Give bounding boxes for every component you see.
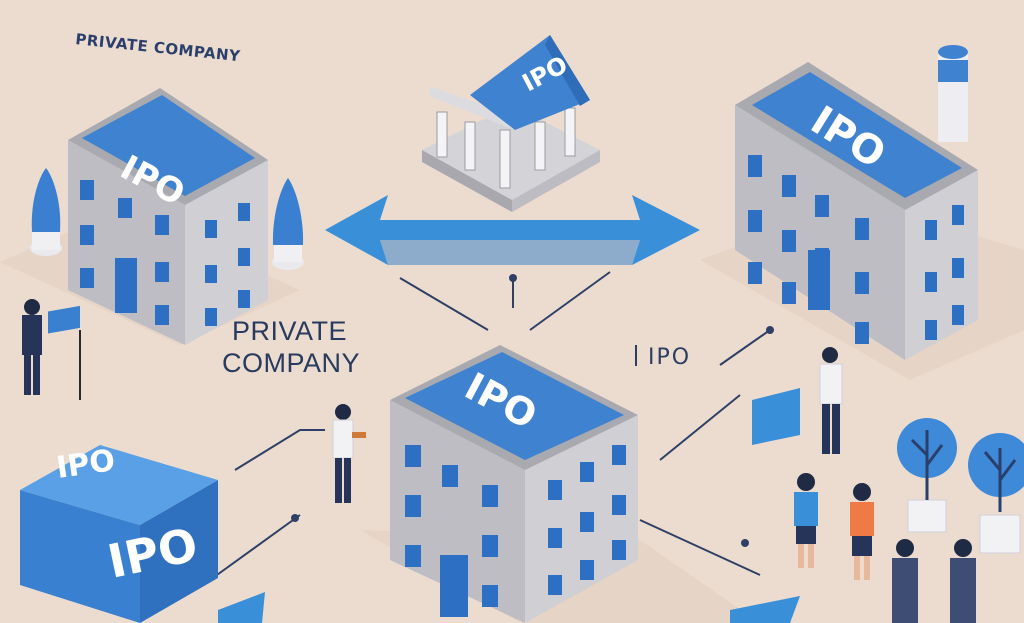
- top-left-roof: [82, 95, 255, 196]
- shrub-right: [272, 178, 304, 270]
- person-center-left: [332, 404, 366, 503]
- person-presenter-left: [22, 299, 81, 400]
- center-roof: [405, 352, 624, 460]
- group-of-people: [794, 473, 976, 623]
- shrub-left: [30, 168, 62, 256]
- top-right-roof: [752, 72, 962, 198]
- arrow-bottom-right: [730, 596, 800, 623]
- building-top-left: IPO: [68, 88, 268, 345]
- building-top-right: IPO: [735, 45, 978, 360]
- tree-left: [897, 418, 957, 533]
- private-company-label-line1: PRIVATE: [232, 316, 347, 346]
- building-center: IPO: [390, 345, 638, 623]
- person-right-presenter: [752, 347, 843, 454]
- connector-lines: [209, 271, 771, 581]
- cube-top-label: IPO: [54, 443, 117, 486]
- double-arrow-top: [325, 195, 700, 265]
- tree-right: [968, 433, 1024, 554]
- arrow-bottom-left: [218, 592, 265, 623]
- private-company-label-line2: COMPANY: [222, 348, 360, 378]
- ipo-label-right: IPO: [648, 345, 691, 370]
- ipo-cube: IPO IPO: [20, 443, 218, 623]
- bank-building: IPO: [422, 35, 600, 212]
- private-company-label-top: PRIVATE COMPANY: [75, 30, 242, 65]
